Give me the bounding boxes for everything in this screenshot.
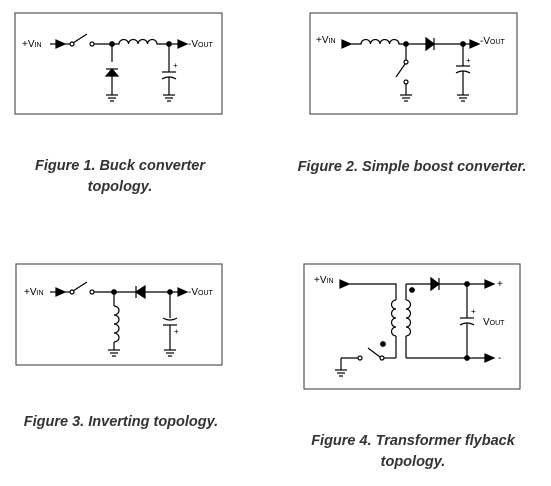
switch-contact [403,79,409,85]
figure-2-caption: Figure 2. Simple boost converter. [280,157,544,178]
caption-line: topology. [380,454,446,470]
inductor [113,305,120,343]
vin-label: +VIN [316,35,336,46]
transformer-secondary [405,299,412,337]
vout-label: VOUT [483,317,505,328]
caption-line: Figure 2. Simple boost converter. [297,159,527,175]
figure-3-caption: Figure 3. Inverting topology. [6,412,236,433]
vout-label: -VOUT [188,39,214,50]
figure-4-schematic [303,263,521,390]
output-arrow-plus [484,279,496,289]
diode [134,284,146,300]
figure-1-frame [14,12,223,115]
diode [425,36,435,52]
caption-line: Figure 3. Inverting topology. [23,414,219,430]
output-arrow [469,39,481,49]
output-arrow [177,39,189,49]
diode [104,68,120,77]
switch-contact [89,289,95,295]
figure-4-frame [303,263,521,390]
capacitor-polarity-label: + [174,327,179,336]
figure-4-labels: +VIN + VOUT + - [314,275,505,364]
figure-3-schematic [15,263,223,366]
switch-blade [72,281,88,292]
vin-label: +VIN [314,275,334,286]
output-minus-label: - [498,353,501,364]
switch-contact [89,41,95,47]
input-arrow [55,39,67,49]
caption-line: Figure 1. Buck converter [34,158,206,174]
capacitor-polarity-label: + [471,307,476,316]
caption-line: topology. [87,179,153,195]
diode [430,276,440,292]
switch-blade [72,33,88,44]
input-arrow [339,279,351,289]
caption-line: Figure 4. Transformer flyback [311,433,515,449]
output-plus-label: + [497,279,503,290]
switch-contact [403,59,409,65]
figure-2-frame [309,12,518,115]
capacitor-plate-curved [162,317,178,321]
input-arrow [55,287,67,297]
output-arrow [177,287,189,297]
polarity-dot [380,341,386,347]
vout-label: -VOUT [480,36,506,47]
figure-1-labels: +VIN -VOUT + [22,39,214,70]
primary-wire [349,283,397,300]
figure-2-labels: +VIN -VOUT + [316,35,506,65]
transformer-primary [390,299,397,337]
inductor [351,38,406,45]
capacitor-polarity-label: + [173,61,178,70]
vout-label: -VOUT [188,287,214,298]
output-arrow-minus [484,353,496,363]
vin-label: +VIN [24,287,44,298]
figure-1-schematic [14,12,223,115]
figure-3-labels: +VIN -VOUT + [24,287,214,336]
figure-2-schematic [309,12,518,115]
switch-contact [357,355,363,361]
figure-1-caption: Figure 1. Buck converter topology. [10,156,230,198]
switch-contact [379,355,385,361]
capacitor-polarity-label: + [466,56,471,65]
figure-3-frame [15,263,223,366]
input-arrow [341,39,353,49]
figure-4-caption: Figure 4. Transformer flyback topology. [296,431,530,473]
polarity-dot [409,287,415,293]
switch-blade [367,347,381,358]
vin-label: +VIN [22,39,42,50]
inductor [112,38,169,45]
switch-blade [395,63,406,78]
